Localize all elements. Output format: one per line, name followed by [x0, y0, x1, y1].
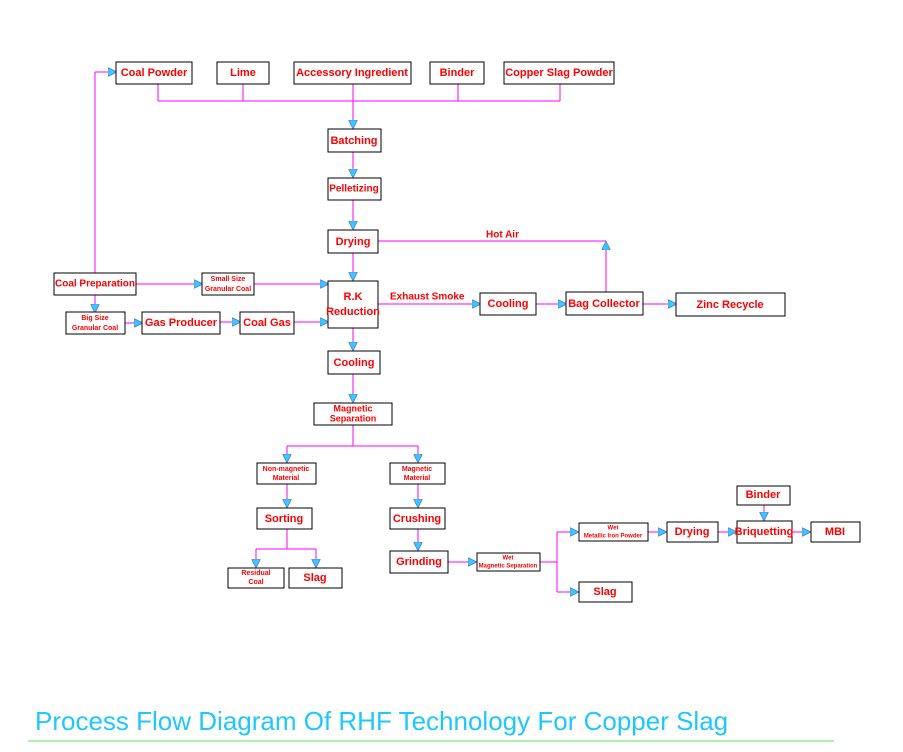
node-label-line2: Reduction — [326, 306, 380, 318]
node-label: Accessory Ingredient — [296, 67, 408, 79]
node-coal-powder: Coal Powder — [115, 61, 193, 85]
node-label-line2: Material — [273, 475, 300, 482]
node-residual-coal: Residual Coal — [227, 567, 285, 589]
node-label: Coal Powder — [121, 67, 188, 79]
node-label-line1: Wet — [503, 556, 514, 562]
node-label-line1: Wet — [608, 526, 619, 532]
node-label: Cooling — [334, 357, 375, 369]
node-label: Drying — [336, 236, 371, 248]
node-label-line2: Granular Coal — [205, 286, 251, 293]
node-grinding: Grinding — [389, 550, 449, 574]
node-label: Binder — [440, 67, 476, 79]
node-label: Binder — [746, 489, 782, 501]
node-label: MBI — [825, 526, 845, 538]
node-label: Cooling — [488, 298, 529, 310]
node-label: Bag Collector — [568, 298, 640, 310]
nodes: Coal Powder Lime Accessory Ingredient Bi… — [53, 61, 861, 603]
node-label: Copper Slag Powder — [505, 67, 613, 79]
node-briquetting: Briquetting — [735, 520, 794, 544]
node-label-line2: Magnetic Separation — [479, 564, 538, 570]
node-gas-producer: Gas Producer — [141, 311, 221, 335]
node-label-line1: Residual — [241, 570, 270, 577]
node-cooling-main: Cooling — [327, 350, 381, 375]
node-drying-2: Drying — [666, 521, 719, 543]
node-big-size-granular-coal: Big Size Granular Coal — [65, 311, 126, 335]
node-label: Grinding — [396, 556, 442, 568]
node-label: Gas Producer — [145, 317, 218, 329]
node-non-magnetic-material: Non-magnetic Material — [256, 462, 317, 485]
node-label-line2: Material — [404, 475, 431, 482]
node-label: Coal Gas — [243, 317, 291, 329]
connectors — [95, 72, 810, 592]
node-zinc-recycle: Zinc Recycle — [675, 292, 786, 317]
node-label: Sorting — [265, 513, 304, 525]
node-label-line1: Small Size — [211, 276, 246, 283]
node-label-line1: Magnetic — [402, 466, 432, 473]
node-cooling-exhaust: Cooling — [479, 292, 537, 316]
node-accessory-ingredient: Accessory Ingredient — [293, 61, 412, 85]
node-slag-1: Slag — [288, 567, 343, 589]
node-bag-collector: Bag Collector — [565, 291, 644, 316]
node-label: Batching — [330, 135, 377, 147]
node-label: Pelletizing — [329, 184, 378, 195]
node-label-line1: Non-magnetic — [263, 466, 310, 473]
node-binder-2: Binder — [736, 485, 791, 506]
node-magnetic-separation: Magnetic Separation — [313, 402, 393, 426]
node-drying: Drying — [327, 229, 379, 254]
node-label: Lime — [230, 67, 256, 79]
node-label: Drying — [675, 526, 710, 538]
node-label: Coal Preparation — [55, 279, 135, 290]
node-rk-reduction: R.K Reduction — [326, 280, 380, 329]
node-label: Slag — [303, 572, 326, 584]
node-label: Slag — [593, 586, 616, 598]
node-copper-slag-powder: Copper Slag Powder — [503, 61, 615, 85]
node-label-line1: Big Size — [81, 315, 108, 322]
node-label: Crushing — [393, 513, 441, 525]
node-binder-top: Binder — [429, 61, 485, 85]
edge-label-exhaust-smoke: Exhaust Smoke — [390, 292, 465, 303]
node-lime: Lime — [216, 61, 270, 85]
node-sorting: Sorting — [256, 507, 313, 530]
node-coal-preparation: Coal Preparation — [53, 272, 137, 296]
node-crushing: Crushing — [389, 507, 446, 530]
node-coal-gas: Coal Gas — [239, 311, 295, 335]
node-magnetic-material: Magnetic Material — [389, 462, 446, 485]
node-label: Zinc Recycle — [696, 299, 763, 311]
node-label-line2: Granular Coal — [72, 325, 118, 332]
node-wet-metallic-iron-powder: Wet Metallic Iron Powder — [578, 522, 649, 542]
node-pelletizing: Pelletizing — [327, 177, 382, 201]
node-label-line2: Coal — [248, 579, 263, 586]
node-label-line2: Metallic Iron Powder — [584, 534, 643, 540]
node-wet-magnetic-separation: Wet Magnetic Separation — [476, 552, 541, 572]
node-label-line1: Magnetic — [333, 403, 372, 413]
node-label-line2: Separation — [330, 413, 377, 423]
node-mbi: MBI — [810, 521, 861, 543]
edge-label-hot-air: Hot Air — [486, 230, 519, 241]
node-label: Briquetting — [735, 526, 794, 538]
page-title: Process Flow Diagram Of RHF Technology F… — [35, 706, 728, 736]
node-slag-2: Slag — [578, 581, 633, 603]
node-small-size-granular-coal: Small Size Granular Coal — [201, 272, 255, 296]
node-batching: Batching — [327, 128, 382, 153]
node-label-line1: R.K — [344, 291, 363, 303]
